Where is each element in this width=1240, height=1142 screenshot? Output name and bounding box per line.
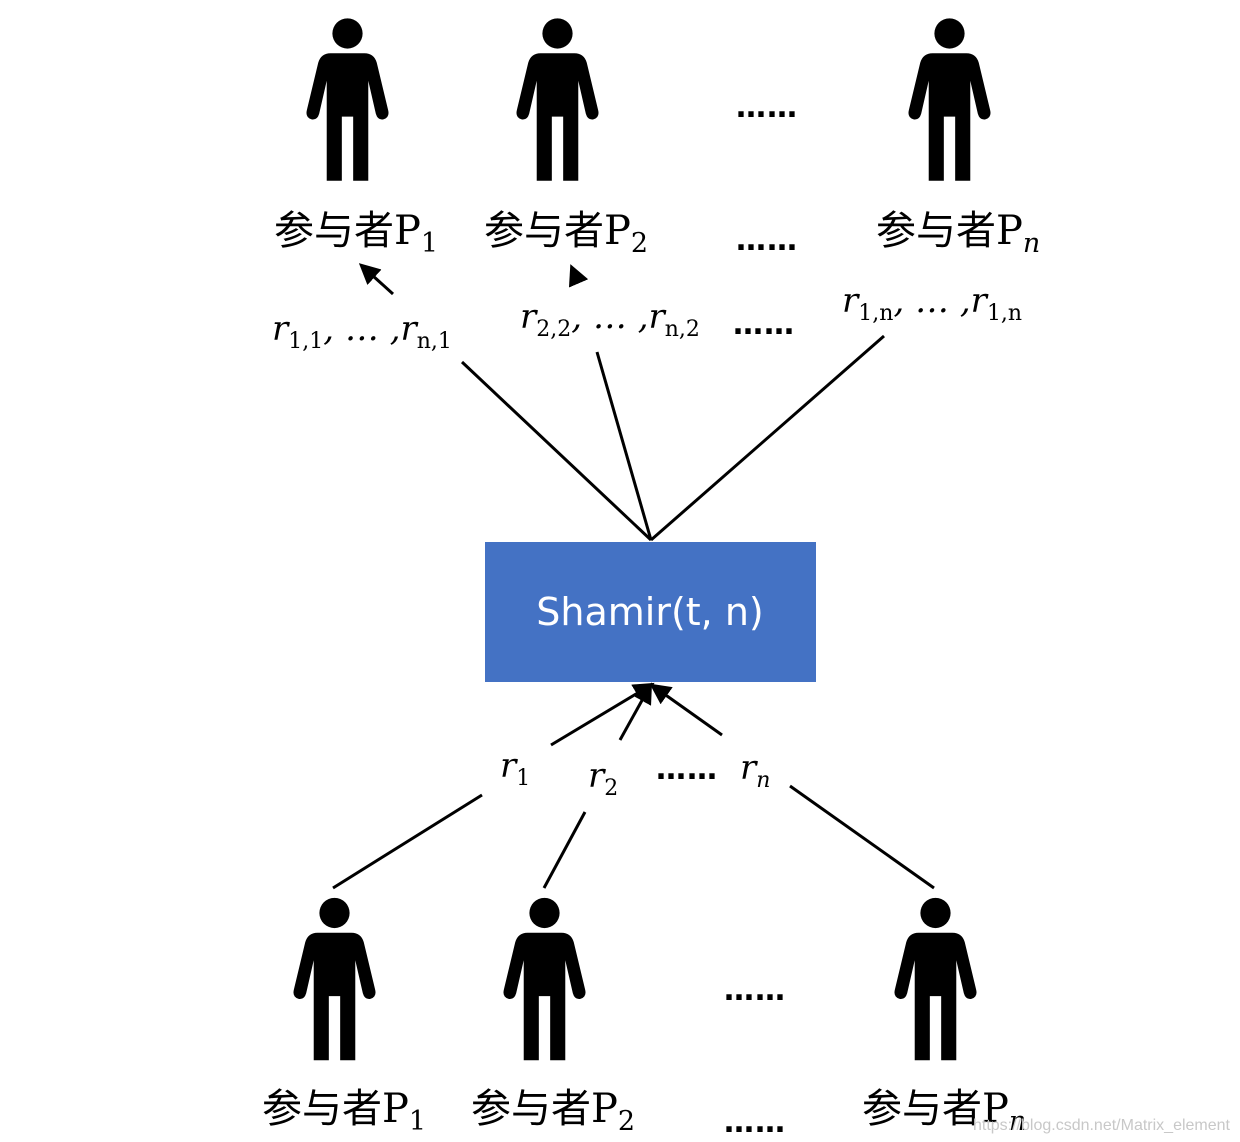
top-labels-ellipsis: ……	[736, 223, 798, 258]
shamir-box-label: Shamir(t, n)	[536, 590, 763, 634]
participant-prefix: 参与者P	[876, 208, 1023, 254]
watermark: https://blog.csdn.net/Matrix_element	[973, 1117, 1231, 1134]
input-secret-labels: r1 r2 …… rn	[500, 746, 770, 801]
bottom-participant-label-1: 参与者P1	[262, 1086, 426, 1137]
output-lines	[358, 263, 885, 542]
person-icon	[306, 18, 389, 181]
share-label-n: r1,n, … ,r1,n	[842, 281, 1022, 326]
share-label-2: r2,2, … ,rn,2	[520, 297, 700, 342]
share-labels-ellipsis: ……	[733, 307, 795, 342]
output-line-2	[595, 351, 653, 541]
participant-subscript: 2	[618, 1106, 635, 1137]
bottom-participant-labels: 参与者P1 参与者P2 参与者Pn ……	[262, 1086, 1026, 1140]
participant-prefix: 参与者P	[471, 1086, 618, 1132]
bottom-labels-ellipsis: ……	[724, 1105, 786, 1140]
input-line-n-lower	[789, 784, 935, 890]
participant-subscript: 1	[409, 1106, 426, 1137]
participant-subscript: 2	[631, 228, 648, 259]
bottom-participant-label-n: 参与者Pn	[862, 1086, 1026, 1137]
shamir-box-rect	[485, 542, 816, 682]
person-icon	[516, 18, 599, 181]
input-arrow-2	[618, 682, 653, 741]
top-participant-labels: 参与者P1 参与者P2 参与者Pn ……	[274, 208, 1040, 259]
participant-prefix: 参与者P	[862, 1086, 1009, 1132]
secret-label-2: r2	[588, 756, 618, 801]
input-line-2-lower	[542, 811, 587, 889]
bottom-participants: ……	[293, 897, 977, 1061]
input-arrow-n	[649, 683, 723, 737]
participant-subscript: n	[1023, 228, 1040, 259]
participant-prefix: 参与者P	[274, 208, 421, 254]
bottom-participant-label-2: 参与者P2	[471, 1086, 635, 1137]
top-participants: ……	[306, 18, 991, 181]
secret-label-1: r1	[500, 746, 530, 791]
top-participant-label-2: 参与者P2	[484, 208, 648, 259]
bottom-icons-ellipsis: ……	[724, 973, 786, 1008]
input-line-1-lower	[332, 793, 483, 890]
output-share-labels: r1,1, … ,rn,1 r2,2, … ,rn,2 …… r1,n, … ,…	[272, 281, 1022, 354]
top-participant-label-n: 参与者Pn	[876, 208, 1040, 259]
output-arrow-1	[358, 263, 395, 296]
person-icon	[503, 897, 586, 1061]
participant-subscript: n	[1009, 1106, 1026, 1137]
participant-subscript: 1	[421, 228, 438, 259]
output-arrow-2	[568, 264, 589, 288]
input-lines	[332, 682, 935, 890]
shamir-box: Shamir(t, n)	[485, 542, 816, 682]
participant-prefix: 参与者P	[262, 1086, 409, 1132]
person-icon	[293, 897, 376, 1061]
output-line-n	[650, 334, 885, 542]
top-icons-ellipsis: ……	[736, 90, 798, 125]
secret-label-n: rn	[740, 748, 770, 793]
participant-prefix: 参与者P	[484, 208, 631, 254]
person-icon	[908, 18, 991, 181]
output-line-1	[460, 360, 653, 542]
top-participant-label-1: 参与者P1	[274, 208, 438, 259]
input-arrow-1	[550, 682, 655, 747]
secret-labels-ellipsis: ……	[656, 752, 718, 787]
share-label-1: r1,1, … ,rn,1	[272, 309, 452, 354]
person-icon	[894, 897, 977, 1061]
